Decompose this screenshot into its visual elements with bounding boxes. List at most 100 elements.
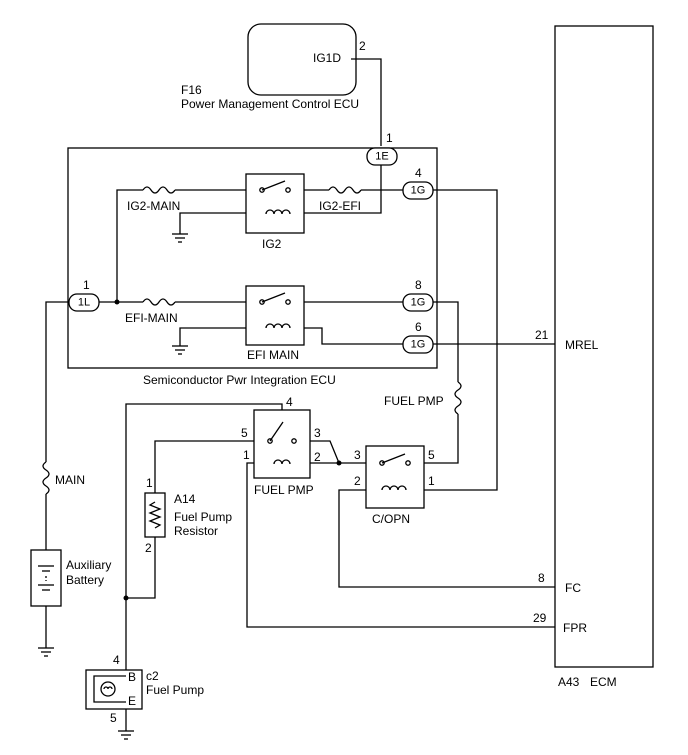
resistor-pin-1: 1 [146,476,153,490]
fuel-pump-code: c2 [146,669,159,683]
connector-1e-label: 1E [375,151,388,163]
ground-icon-battery [38,647,54,657]
fuse-ig2-efi [328,186,362,194]
fuel-pump-pin-5: 5 [110,711,117,725]
fuel-pump-term-b: B [128,670,136,684]
fuel-pump-name: Fuel Pump [146,683,204,697]
wire-fuse-to-1g8 [433,301,459,382]
relay-efi-main-contact [261,292,286,303]
wire-1e-to-ig2-coil [304,165,382,214]
wire-resistor-to-relay-5 [154,440,254,493]
fuse-ig2-main-label: IG2-MAIN [127,199,180,213]
fuel-pmp-pin-1: 1 [243,448,250,462]
wire-ig2-coil-ground [179,212,246,234]
wire-resistor-bottom [126,537,156,599]
ground-icon-ig2 [172,233,188,243]
wire-ig1d-to-1e [351,58,382,146]
relay-ig2 [245,173,305,234]
connector-1g-pin6-label: 1G [411,339,426,351]
wire-pump-b-to-relay-4 [125,403,283,670]
fuel-pmp-pin-4: 4 [286,395,293,409]
fuse-efi-main-label: EFI-MAIN [125,311,178,325]
fuse-fuel-pmp-label: FUEL PMP [384,394,444,408]
fuel-pump-box [85,669,143,710]
ecm-pin-21: 21 [535,328,549,342]
wire-copn-2-to-fc [338,489,555,588]
spi-ecu-name: Semiconductor Pwr Integration ECU [143,373,336,387]
wire-relay-1-to-fpr [246,462,555,628]
ecm-name: ECM [590,675,617,689]
connector-1l-pin: 1 [83,278,90,292]
ground-icon-efi [172,345,188,355]
resistor-code: A14 [174,492,196,506]
relay-copn-coil [381,485,407,491]
battery-label-2: Battery [66,573,104,587]
fuel-pump-pin-4: 4 [113,653,120,667]
ground-icon-pump [118,730,134,740]
ecm-terminal-mrel: MREL [565,338,599,352]
ecm-box [554,25,654,668]
relay-ig2-coil [265,209,291,215]
copn-pin-5: 5 [428,448,435,462]
ecm-terminal-fpr: FPR [563,621,587,635]
relay-copn-label: C/OPN [372,512,410,526]
relay-efi-main [245,285,305,346]
fuel-pmp-pin-2: 2 [314,450,321,464]
spi-ecu-box [67,147,438,369]
fuse-fuel-pmp [454,381,462,415]
relay-ig2-label: IG2 [262,237,282,251]
relay-efi-main-coil [265,323,291,329]
relay-copn-contact [381,453,406,464]
resistor-pin-2: 2 [145,541,152,555]
resistor-label-1: Fuel Pump [174,510,232,524]
ecm-pin-8: 8 [538,571,545,585]
fuse-main-label: MAIN [55,473,85,487]
wire-1g4-to-copn-1 [424,189,498,491]
fuse-ig2-main [142,186,176,194]
fuel-pump-term-e: E [128,694,136,708]
connector-1g-pin4-pin: 4 [415,166,422,180]
wire-efi-coil-ground [179,327,246,346]
wire-to-ig2-main [116,189,143,302]
copn-pin-1: 1 [428,474,435,488]
relay-ig2-contact [261,180,286,191]
wire-1l-to-main-fuse [45,301,69,462]
wire-relay-3-to-junction [310,440,340,464]
pmc-pin-2: 2 [359,39,366,53]
motor-icon [93,675,126,703]
pmc-name: Power Management Control ECU [181,97,359,111]
junction-fuel-pmp [336,460,342,466]
relay-fuel-pmp-contact [269,421,284,442]
fuse-ig2-efi-label: IG2-EFI [319,199,361,213]
connector-1l-label: 1L [78,297,90,309]
relay-efi-main-label: EFI MAIN [247,348,299,362]
ecm-pin-29: 29 [533,611,547,625]
relay-copn [365,445,425,509]
fuel-pmp-pin-3: 3 [314,426,321,440]
battery-icon [38,565,54,591]
relay-fuel-pmp [253,409,311,479]
junction-pump-b [123,595,129,601]
fuse-main [42,461,50,495]
relay-fuel-pmp-label: FUEL PMP [254,483,314,497]
copn-pin-3: 3 [354,448,361,462]
fuse-efi-main [142,298,176,306]
junction-1l [114,299,120,305]
resistor-label-2: Resistor [174,524,218,538]
relay-fuel-pmp-coil [273,459,291,465]
connector-1g-pin8-pin: 8 [415,278,422,292]
connector-1e-pin: 1 [386,131,393,145]
wire-efi-coil-to-1g6 [304,327,403,345]
copn-pin-2: 2 [354,474,361,488]
wire-copn-5-to-fuse [424,414,459,464]
pmc-terminal-ig1d: IG1D [313,51,341,65]
connector-1e [366,147,398,166]
fuel-pmp-pin-5: 5 [241,426,248,440]
resistor-icon [148,501,162,529]
battery-label-1: Auxiliary [66,558,111,572]
pmc-code: F16 [181,83,202,97]
connector-1g-pin8-label: 1G [411,297,426,309]
connector-1g-pin6-pin: 6 [415,320,422,334]
ecm-code: A43 [558,675,580,689]
